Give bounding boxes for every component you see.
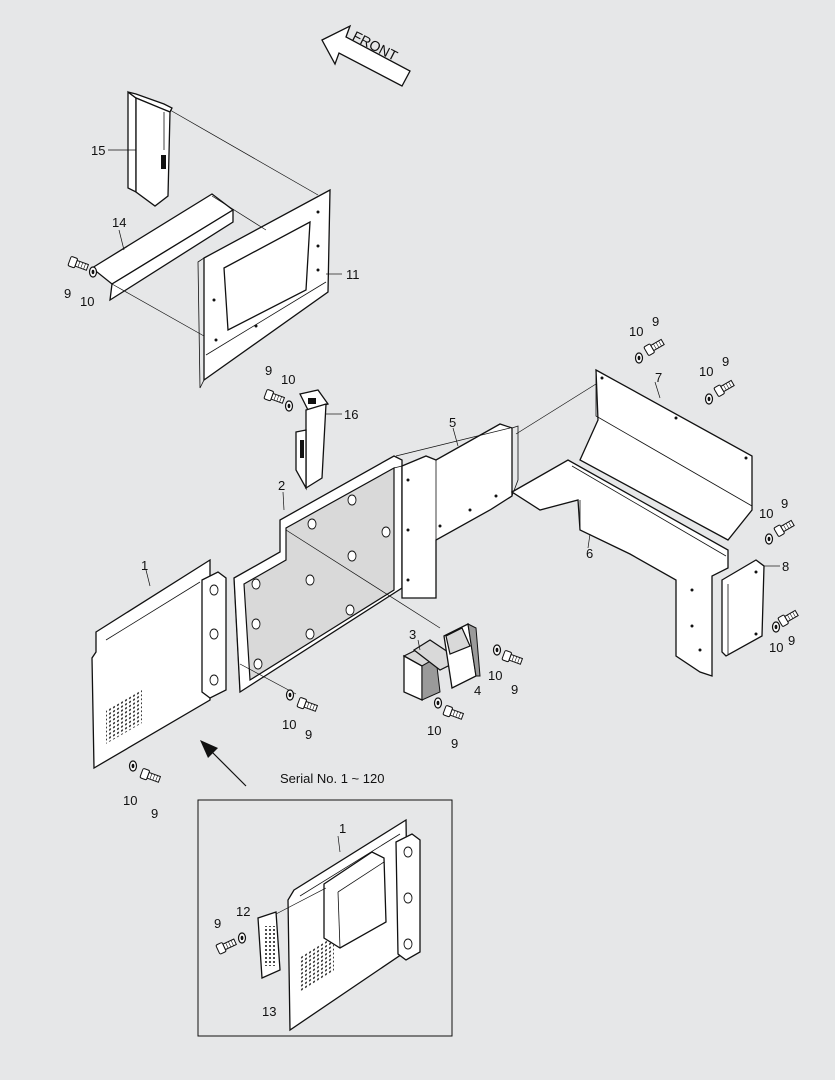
fastener-set-j [128,760,162,785]
label-10g: 10 [769,640,783,655]
label-9a: 9 [64,286,71,301]
label-9d: 9 [722,354,729,369]
label-9-inset: 9 [214,916,221,931]
label-4: 4 [474,683,481,698]
label-9h: 9 [451,736,458,751]
part-5-side-plate [401,423,519,599]
part-16-small-bracket [295,389,330,491]
label-5: 5 [449,415,456,430]
label-16: 16 [344,407,358,422]
part-15-bracket [127,90,173,207]
label-9i: 9 [305,727,312,742]
part-6-lower-bracket [510,459,729,677]
fastener-set-e [764,518,796,545]
front-arrow: FRONT [321,24,411,87]
label-leaders [108,149,780,651]
label-10e: 10 [759,506,773,521]
label-1: 1 [141,558,148,573]
label-1-inset: 1 [339,821,346,836]
part-3-block [402,639,462,702]
label-10a: 10 [80,294,94,309]
label-7: 7 [655,370,662,385]
label-9c: 9 [652,314,659,329]
label-10c: 10 [629,324,643,339]
part-4-block [443,623,481,689]
part-7-top-cover [579,368,753,541]
part-11-window-plate [197,188,331,389]
fastener-set-f [771,608,800,633]
label-10b: 10 [281,372,295,387]
fastener-set-g [492,644,524,667]
part-labels: 15 14 9 10 11 9 10 16 5 10 9 7 10 9 2 10… [64,143,795,821]
label-3: 3 [409,627,416,642]
fastener-set-b [263,388,294,412]
label-9f: 9 [511,682,518,697]
inset-box [197,799,453,1037]
label-14: 14 [112,215,126,230]
label-9j: 9 [151,806,158,821]
label-10f: 10 [488,668,502,683]
label-15: 15 [91,143,105,158]
label-6: 6 [586,546,593,561]
label-12: 12 [236,904,250,919]
label-8: 8 [782,559,789,574]
part-8-end-bracket [721,559,765,657]
fastener-set-c [634,337,666,364]
fastener-set-h [433,697,465,722]
label-9e: 9 [781,496,788,511]
fastener-set-i [285,689,319,714]
fastener-set-a [67,255,98,278]
label-9g: 9 [788,633,795,648]
part-2-main-plate [233,455,403,694]
inset-pointer-arrow [200,740,247,787]
label-10d: 10 [699,364,713,379]
inset-labels: 1 12 9 13 [214,821,346,1019]
part-1-cover-panel [91,558,227,770]
label-10i: 10 [282,717,296,732]
label-10h: 10 [427,723,441,738]
label-11: 11 [346,267,360,282]
part-14-angle-bar [90,193,235,302]
label-9b: 9 [265,363,272,378]
label-2: 2 [278,478,285,493]
fastener-set-d [704,378,736,405]
serial-label: Serial No. 1 ~ 120 [280,771,384,786]
label-10j: 10 [123,793,137,808]
label-13: 13 [262,1004,276,1019]
